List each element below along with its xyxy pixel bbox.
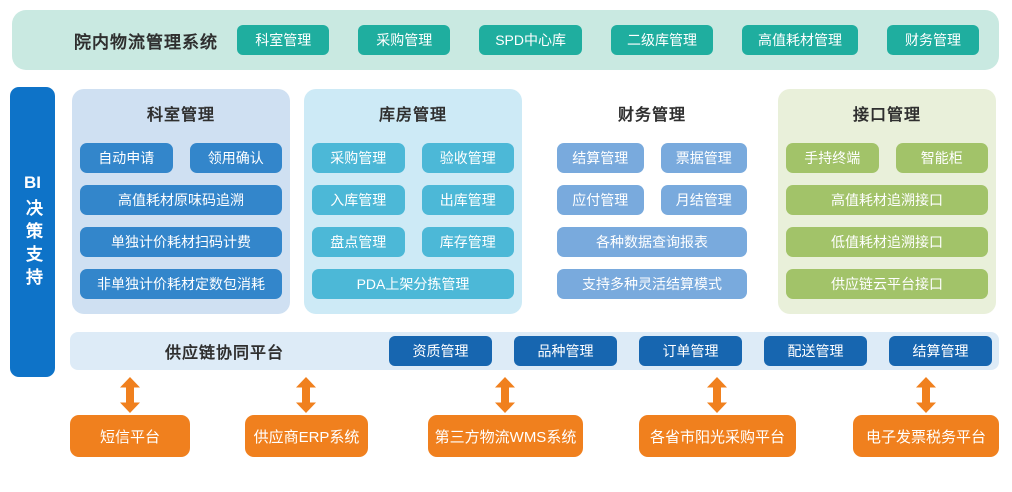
page-title: 院内物流管理系统 (74, 32, 218, 52)
module-row: 应付管理 月结管理 (557, 185, 747, 215)
panel-dept-mgmt: 科室管理 自动申请 领用确认 高值耗材原味码追溯 单独计价耗材扫码计费 非单独计… (72, 89, 290, 314)
module-row: 支持多种灵活结算模式 (557, 269, 747, 299)
module-row: 低值耗材追溯接口 (786, 227, 988, 257)
panel-header: 库房管理 (378, 107, 447, 124)
module-handheld-terminal: 手持终端 (786, 143, 879, 173)
module-acceptance-mgmt: 验收管理 (421, 143, 514, 173)
panel-finance-mgmt: 财务管理 结算管理 票据管理 应付管理 月结管理 各种数据查询报表 支持多种灵活… (543, 89, 761, 314)
module-low-value-trace-interface: 低值耗材追溯接口 (786, 227, 988, 257)
panel-header: 接口管理 (852, 107, 921, 124)
module-row: 各种数据查询报表 (557, 227, 747, 257)
module-purchase-mgmt: 采购管理 (312, 143, 405, 173)
platform-module-list: 资质管理 品种管理 订单管理 配送管理 结算管理 (389, 336, 992, 366)
module-row: 高值耗材追溯接口 (786, 185, 988, 215)
top-module-list: 科室管理 采购管理 SPD中心库 二级库管理 高值耗材管理 财务管理 (237, 25, 979, 55)
double-arrow-icon (120, 377, 140, 413)
panel-header: 财务管理 (617, 107, 686, 124)
system-title-bar: 院内物流管理系统 科室管理 采购管理 SPD中心库 二级库管理 高值耗材管理 财… (12, 10, 999, 70)
module-inventory-mgmt: 库存管理 (421, 227, 514, 257)
module-row: 盘点管理 库存管理 (312, 227, 514, 257)
bi-label-latin: BI (24, 173, 41, 192)
platform-module-qualification: 资质管理 (389, 336, 492, 366)
module-high-value-code-trace: 高值耗材原味码追溯 (80, 185, 282, 215)
module-supply-chain-cloud-interface: 供应链云平台接口 (786, 269, 988, 299)
module-outbound-mgmt: 出库管理 (421, 185, 514, 215)
module-row: 供应链云平台接口 (786, 269, 988, 299)
platform-module-variety: 品种管理 (514, 336, 617, 366)
module-invoice-mgmt: 票据管理 (660, 143, 747, 173)
double-arrow-icon (707, 377, 727, 413)
module-payable-mgmt: 应付管理 (557, 185, 644, 215)
module-row: 入库管理 出库管理 (312, 185, 514, 215)
supply-chain-platform-title: 供应链协同平台 (165, 345, 285, 362)
module-unpriced-pack-consume: 非单独计价耗材定数包消耗 (80, 269, 282, 299)
module-row: 非单独计价耗材定数包消耗 (80, 269, 282, 299)
module-smart-cabinet: 智能柜 (895, 143, 988, 173)
double-arrow-icon (495, 377, 515, 413)
platform-module-delivery: 配送管理 (764, 336, 867, 366)
panel-warehouse-mgmt: 库房管理 采购管理 验收管理 入库管理 出库管理 盘点管理 库存管理 PDA上架… (304, 89, 522, 314)
top-module-finance: 财务管理 (887, 25, 979, 55)
module-row: 高值耗材原味码追溯 (80, 185, 282, 215)
module-pda-shelving-sorting: PDA上架分拣管理 (312, 269, 514, 299)
external-system-sms-platform: 短信平台 (70, 415, 190, 457)
top-module-spd-center-store: SPD中心库 (479, 25, 582, 55)
module-row: PDA上架分拣管理 (312, 269, 514, 299)
module-row: 结算管理 票据管理 (557, 143, 747, 173)
module-month-end-mgmt: 月结管理 (660, 185, 747, 215)
panel-interface-mgmt: 接口管理 手持终端 智能柜 高值耗材追溯接口 低值耗材追溯接口 供应链云平台接口 (778, 89, 996, 314)
module-row: 手持终端 智能柜 (786, 143, 988, 173)
panel-header: 科室管理 (146, 107, 215, 124)
external-system-supplier-erp: 供应商ERP系统 (245, 415, 368, 457)
panel-rows: 自动申请 领用确认 高值耗材原味码追溯 单独计价耗材扫码计费 非单独计价耗材定数… (80, 143, 282, 299)
external-system-3pl-wms: 第三方物流WMS系统 (428, 415, 583, 457)
external-system-e-invoice-tax: 电子发票税务平台 (853, 415, 999, 457)
module-auto-request: 自动申请 (80, 143, 173, 173)
top-module-high-value-consumables: 高值耗材管理 (742, 25, 858, 55)
platform-module-settlement: 结算管理 (889, 336, 992, 366)
module-row: 自动申请 领用确认 (80, 143, 282, 173)
module-priced-scan-billing: 单独计价耗材扫码计费 (80, 227, 282, 257)
panel-rows: 结算管理 票据管理 应付管理 月结管理 各种数据查询报表 支持多种灵活结算模式 (557, 143, 747, 299)
top-module-secondary-store: 二级库管理 (611, 25, 713, 55)
module-row: 采购管理 验收管理 (312, 143, 514, 173)
bi-label-cjk: 决策支持 (23, 199, 42, 291)
module-high-value-trace-interface: 高值耗材追溯接口 (786, 185, 988, 215)
bi-decision-support-bar: BI 决策支持 (10, 87, 55, 377)
module-stocktake-mgmt: 盘点管理 (312, 227, 405, 257)
module-settlement-mgmt: 结算管理 (557, 143, 644, 173)
module-receive-confirm: 领用确认 (189, 143, 282, 173)
double-arrow-icon (916, 377, 936, 413)
panel-rows: 手持终端 智能柜 高值耗材追溯接口 低值耗材追溯接口 供应链云平台接口 (786, 143, 988, 299)
top-module-dept-mgmt: 科室管理 (237, 25, 330, 55)
double-arrow-icon (296, 377, 316, 413)
panel-rows: 采购管理 验收管理 入库管理 出库管理 盘点管理 库存管理 PDA上架分拣管理 (312, 143, 514, 299)
top-module-procurement: 采购管理 (358, 25, 451, 55)
external-system-sunshine-procurement: 各省市阳光采购平台 (639, 415, 796, 457)
module-row: 单独计价耗材扫码计费 (80, 227, 282, 257)
platform-module-order: 订单管理 (639, 336, 742, 366)
supply-chain-platform-bar: 供应链协同平台 资质管理 品种管理 订单管理 配送管理 结算管理 (70, 332, 999, 370)
module-inbound-mgmt: 入库管理 (312, 185, 405, 215)
module-flexible-settlement-modes: 支持多种灵活结算模式 (557, 269, 747, 299)
module-data-query-reports: 各种数据查询报表 (557, 227, 747, 257)
